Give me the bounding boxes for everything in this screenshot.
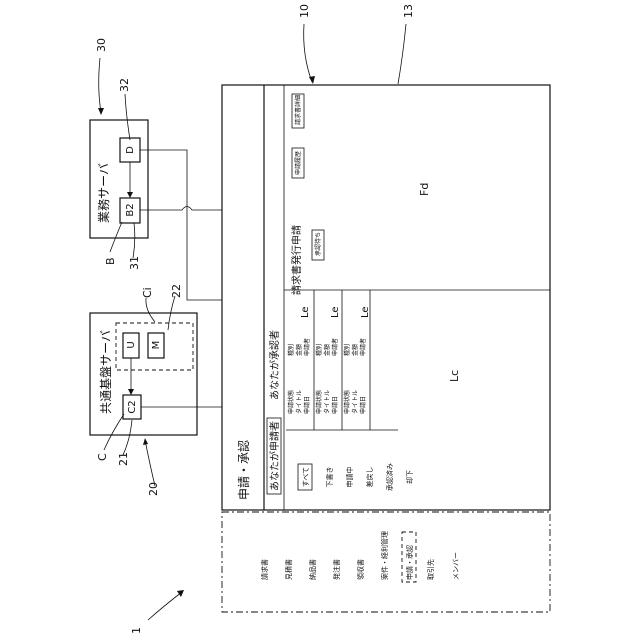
item2-marker: Le bbox=[330, 306, 341, 318]
common-server-title: 共通基盤サーバ bbox=[99, 330, 113, 414]
ref-13: 13 bbox=[402, 4, 415, 18]
item3-col1-c: 申請日 bbox=[359, 396, 367, 414]
user-box-label: U bbox=[126, 341, 137, 348]
filter-draft[interactable]: 下書き bbox=[325, 467, 334, 488]
sidebar-item-estimate[interactable]: 見積書 bbox=[284, 559, 293, 580]
filter-approved[interactable]: 承認済み bbox=[385, 463, 394, 491]
ref-20: 20 bbox=[147, 482, 160, 496]
item1-marker: Le bbox=[300, 306, 311, 318]
item2-col2-c: 申請者 bbox=[331, 338, 339, 356]
ref-10: 10 bbox=[298, 4, 311, 18]
item3-col1-b: タイトル bbox=[351, 390, 359, 414]
filter-returned[interactable]: 差戻し bbox=[365, 467, 374, 488]
detail-region-label: Fd bbox=[418, 183, 431, 196]
item3-col2-c: 申請者 bbox=[359, 338, 367, 356]
master-box-label: M bbox=[151, 341, 162, 350]
ref-22: 22 bbox=[170, 284, 183, 298]
page-title: 申請・承認 bbox=[236, 440, 251, 500]
item1-col1-c: 申請日 bbox=[303, 396, 311, 414]
item2-col1-c: 申請日 bbox=[331, 396, 339, 414]
item2-col1-a: 申請状態 bbox=[315, 390, 323, 414]
b2-box-label: B2 bbox=[125, 203, 136, 216]
sidebar-item-order[interactable]: 発注書 bbox=[332, 559, 341, 580]
invoice-detail-button-label: 請求書詳細 bbox=[294, 95, 302, 125]
tab-approver-label[interactable]: あなたが承認者 bbox=[268, 330, 281, 400]
item3-col2-b: 金額 bbox=[351, 344, 359, 356]
sidebar-item-clients[interactable]: 取引先 bbox=[426, 559, 435, 580]
detail-title: 請求書発行申請 bbox=[290, 225, 303, 295]
filter-all: すべて bbox=[302, 467, 310, 487]
item2-col1-b: タイトル bbox=[323, 390, 331, 414]
item1-col1-a: 申請状態 bbox=[287, 390, 295, 414]
sidebar-item-members[interactable]: メンバー bbox=[452, 552, 460, 580]
sidebar-item-receipt[interactable]: 領収書 bbox=[356, 559, 365, 580]
ref-30: 30 bbox=[95, 38, 108, 52]
sidebar-item-delivery[interactable]: 納品書 bbox=[308, 559, 317, 580]
sidebar-item-approval[interactable]: 申請・承認 bbox=[405, 545, 414, 580]
business-server-title: 業務サーバ bbox=[97, 163, 111, 223]
item2-col2-a: 種別 bbox=[315, 344, 323, 356]
filter-rejected[interactable]: 却下 bbox=[405, 470, 414, 484]
ref-c: C bbox=[96, 453, 109, 461]
tab-applicant-label: あなたが申請者 bbox=[268, 421, 281, 491]
item1-col1-b: タイトル bbox=[295, 390, 303, 414]
c2-box-label: C2 bbox=[127, 400, 138, 413]
item3-marker: Le bbox=[360, 306, 371, 318]
item1-col2-c: 申請者 bbox=[303, 338, 311, 356]
list-region-label: Lc bbox=[448, 370, 461, 382]
item1-col2-b: 金額 bbox=[295, 344, 303, 356]
item2-col2-b: 金額 bbox=[323, 344, 331, 356]
ref-ci: Ci bbox=[141, 287, 154, 298]
item3-col1-a: 申請状態 bbox=[343, 390, 351, 414]
item1-col2-a: 種別 bbox=[287, 344, 295, 356]
sidebar-item-invoice[interactable]: 請求書 bbox=[260, 559, 269, 580]
d-box-label: D bbox=[125, 146, 136, 154]
ref-31: 31 bbox=[128, 256, 141, 270]
ref-32: 32 bbox=[118, 78, 131, 92]
item3-col2-a: 種別 bbox=[343, 344, 351, 356]
sidebar-item-project[interactable]: 案件・経利管理 bbox=[380, 531, 389, 580]
history-button-label: 申請履歴 bbox=[294, 151, 302, 175]
ref-b: B bbox=[104, 257, 117, 265]
filter-pending[interactable]: 申請中 bbox=[345, 467, 354, 488]
ref-1: 1 bbox=[130, 627, 143, 634]
status-button-label: 承認待ち bbox=[314, 232, 322, 256]
